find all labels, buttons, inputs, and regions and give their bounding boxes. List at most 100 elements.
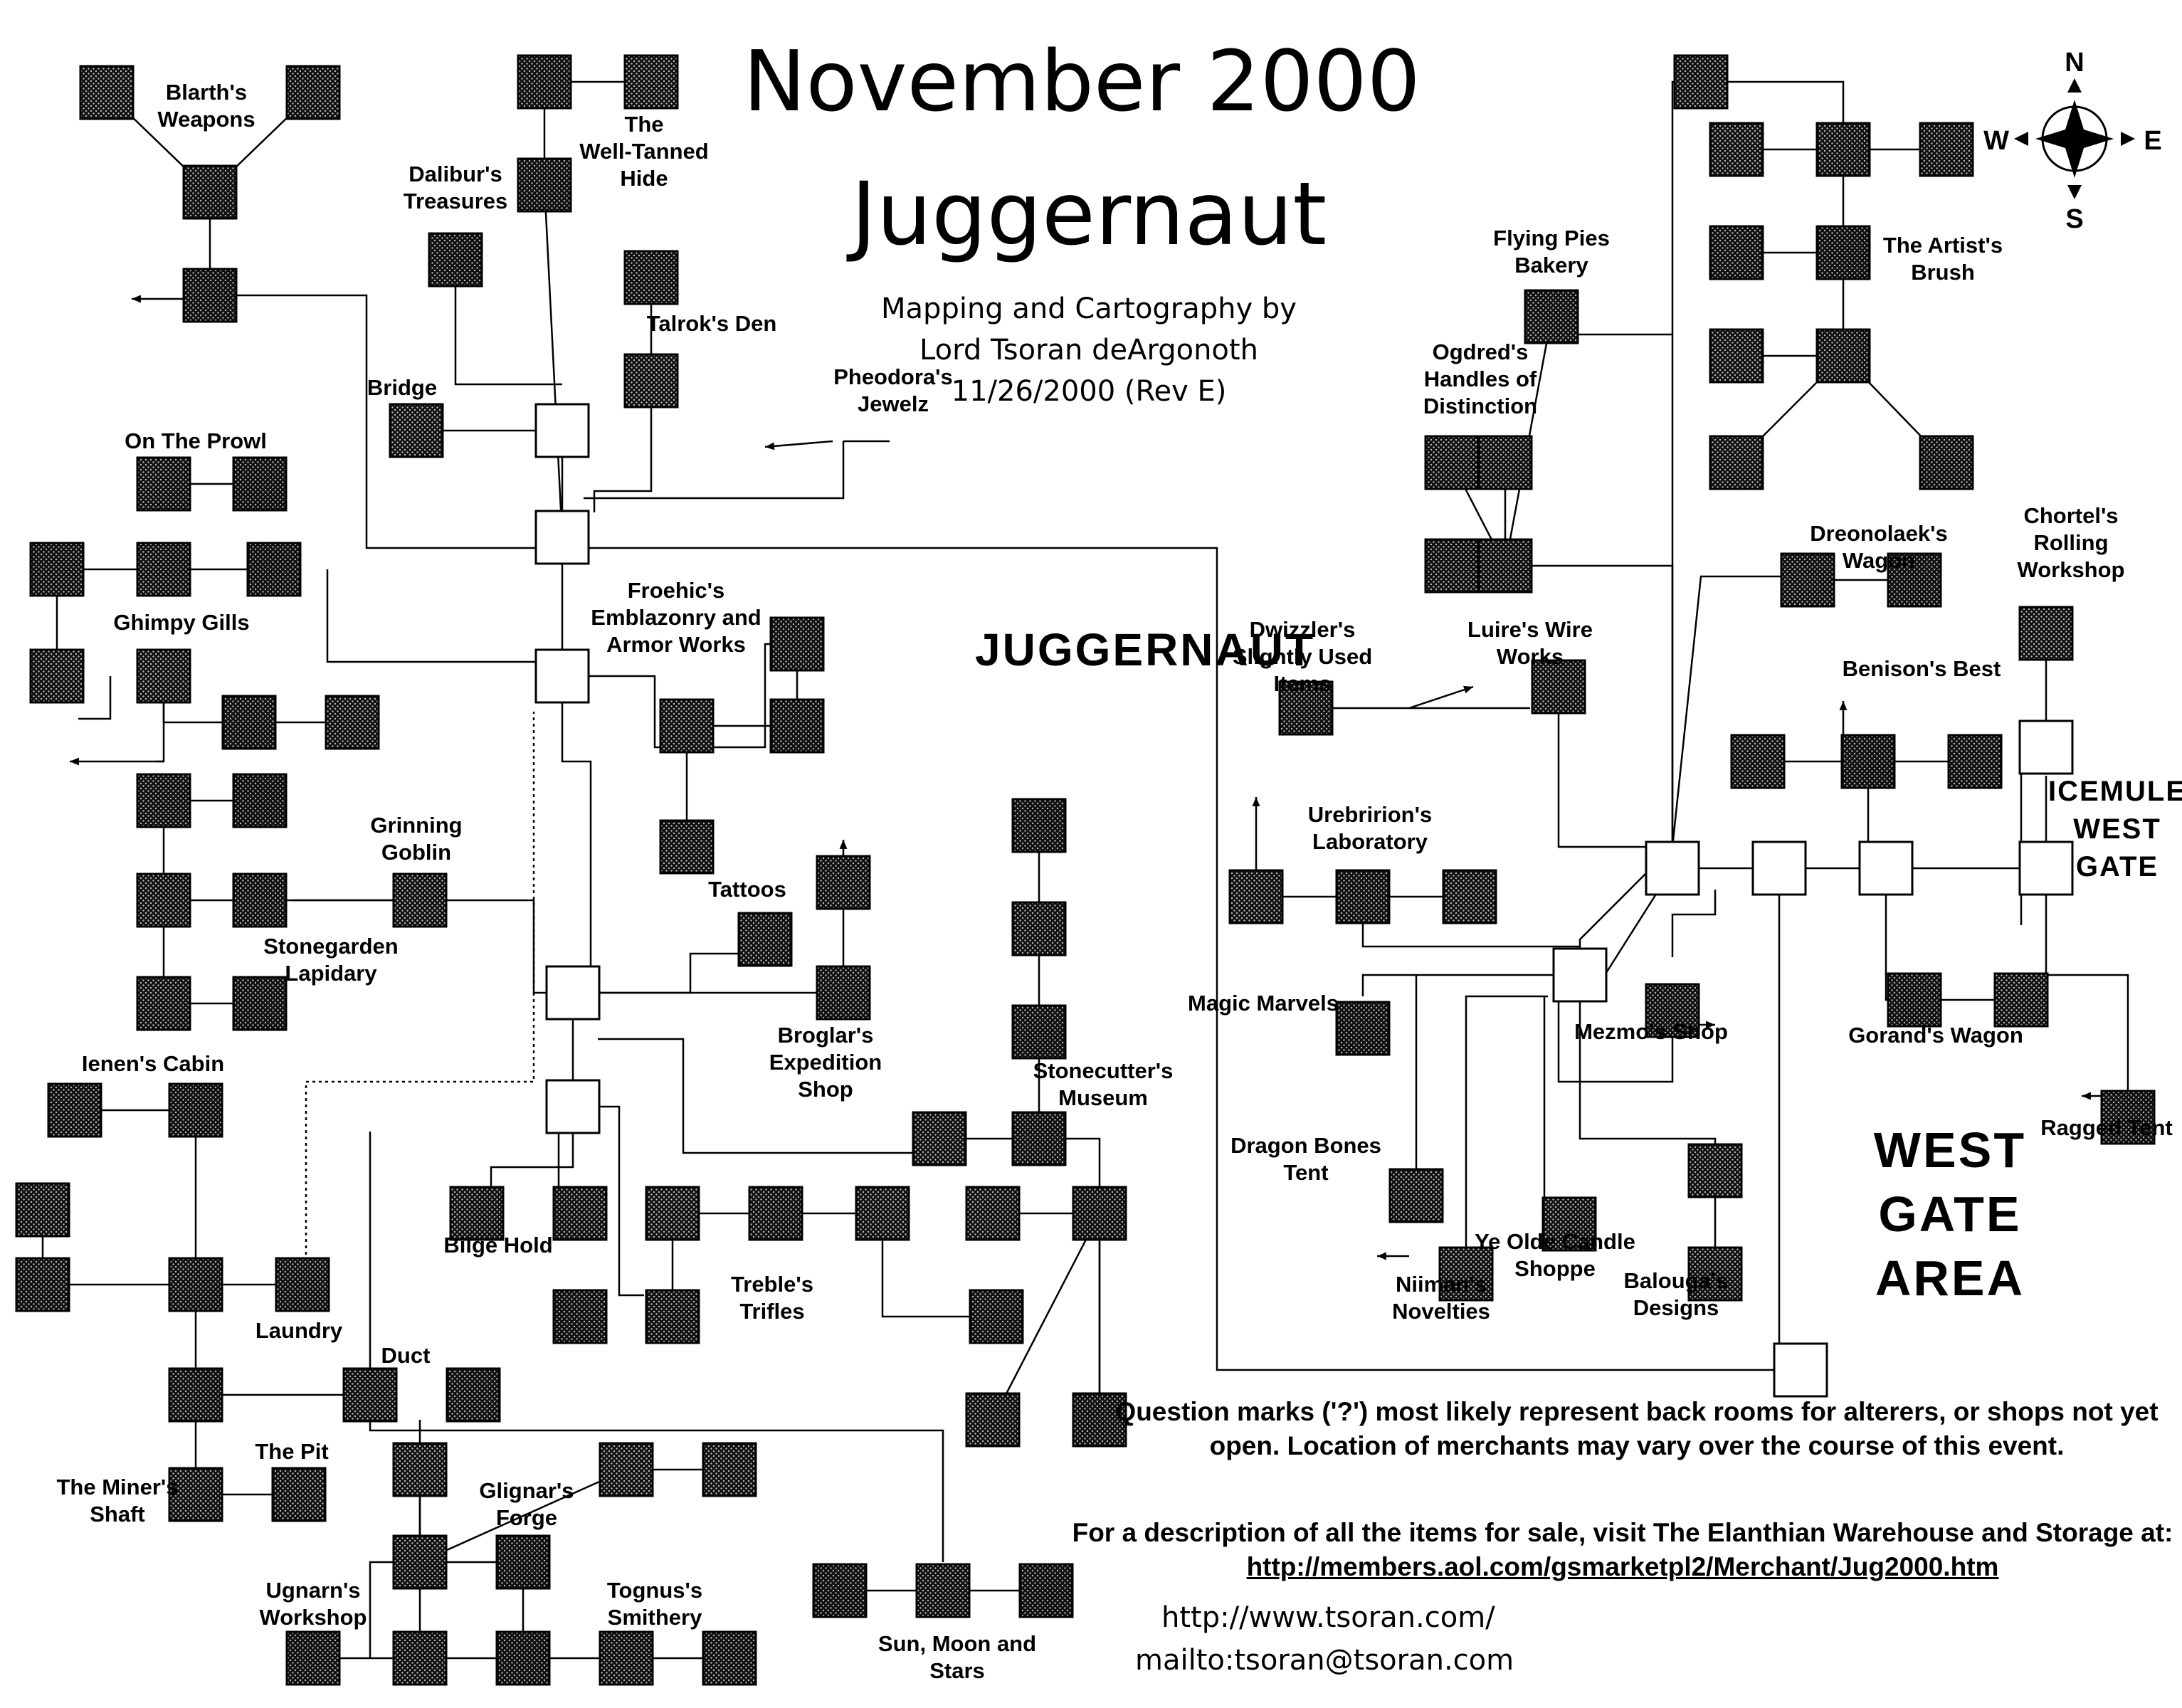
shop-label: Mezmo's Shop — [1574, 1019, 1728, 1044]
shop-label-line: Stonegarden — [263, 934, 398, 959]
shop-label-line: Smithery — [608, 1605, 702, 1630]
shop-room — [79, 65, 135, 120]
shop-label-line: Dwizzler's — [1250, 617, 1356, 642]
shop-room — [392, 873, 448, 928]
shop-room — [136, 773, 191, 828]
shop-label-line: Works — [1497, 644, 1564, 669]
shop-room — [599, 1442, 654, 1497]
credit-line-3: 11/26/2000 (Rev E) — [951, 375, 1227, 408]
shop-label: Bridge — [367, 375, 437, 400]
shop-room — [29, 542, 85, 597]
shop-label-line: Pheodora's — [833, 364, 953, 389]
shop-label-line: Talrok's Den — [647, 311, 777, 336]
shop-label-line: Workshop — [2018, 557, 2125, 582]
shop-room — [1335, 869, 1391, 924]
shop-room — [1780, 552, 1835, 608]
shop-room — [1709, 328, 1764, 384]
shop-room — [1730, 734, 1786, 789]
shop-label-line: The Pit — [255, 1439, 328, 1464]
shop-room — [1709, 435, 1764, 490]
shop-room — [1424, 538, 1480, 594]
shop-room — [1919, 122, 1974, 177]
shop-label-line: Treasures — [404, 189, 508, 214]
shop-room — [816, 855, 871, 910]
shop-room — [552, 1289, 608, 1344]
shop-room — [1947, 734, 2003, 789]
shop-room — [1840, 734, 1896, 789]
shop-room — [232, 773, 288, 828]
shop-room — [232, 456, 288, 512]
shop-label-line: Shoppe — [1514, 1256, 1596, 1281]
shop-room — [915, 1563, 971, 1618]
passage-62 — [991, 1213, 1101, 1420]
shop-room — [2100, 1090, 2156, 1145]
shop-label-line: Bridge — [367, 375, 437, 400]
shop-room — [1524, 289, 1579, 344]
shop-room — [969, 1289, 1024, 1344]
shop-label: Tattoos — [708, 877, 786, 902]
shop-room — [1228, 869, 1284, 924]
shop-label: Benison's Best — [1843, 656, 2001, 681]
shop-room — [623, 54, 679, 110]
shop-label-line: Ragged Tent — [2040, 1115, 2172, 1140]
item-description-note: For a description of all the items for s… — [1068, 1516, 2178, 1584]
shop-room — [136, 542, 191, 597]
shop-room — [855, 1186, 910, 1241]
shop-room — [1011, 901, 1067, 956]
west-gate-area-label: WEST — [1874, 1122, 2026, 1178]
shop-label-line: Bilge Hold — [443, 1233, 552, 1258]
email-link[interactable]: mailto:tsoran@tsoran.com — [1135, 1644, 1514, 1677]
passage-23 — [561, 701, 592, 993]
west-label: W — [1983, 126, 2009, 156]
compass-star — [2035, 100, 2114, 178]
shop-room — [168, 1257, 223, 1312]
shop-room — [1278, 680, 1334, 736]
shop-room — [285, 65, 341, 120]
west-pointer — [2014, 132, 2028, 146]
shop-room — [392, 1630, 448, 1686]
shop-label-line: Blarth's — [166, 80, 247, 105]
shop-label-line: Shop — [798, 1077, 853, 1102]
west-gate-area-label: GATE — [1878, 1186, 2021, 1242]
shop-label: Talrok's Den — [647, 311, 777, 336]
shop-label-line: Tent — [1283, 1160, 1328, 1185]
junction-room — [1751, 840, 1807, 896]
shop-label-line: Sun, Moon and — [878, 1631, 1036, 1656]
junction-room — [545, 965, 601, 1021]
shop-label-line: Rolling — [2033, 530, 2108, 555]
shop-room — [275, 1257, 330, 1312]
shop-room — [1645, 983, 1700, 1038]
shop-room — [1438, 1246, 1494, 1302]
passage-45 — [598, 1105, 644, 1297]
passage-123 — [1671, 890, 1717, 957]
junction-room — [1645, 840, 1700, 896]
shop-room — [389, 403, 444, 458]
warehouse-link[interactable]: http://members.aol.com/gsmarketpl2/Merch… — [1246, 1552, 1999, 1582]
passage-117 — [1557, 996, 1674, 1083]
shop-room — [428, 232, 483, 288]
passage-110 — [1557, 687, 1672, 848]
icemule-gate-label: ICEMULE — [2048, 776, 2182, 807]
description-prefix: For a description of all the items for s… — [1072, 1518, 2173, 1547]
junction-room — [545, 1079, 601, 1134]
ragged-door-arrow-head — [2082, 1092, 2091, 1100]
east-label: E — [2144, 126, 2161, 156]
junction-room — [534, 648, 590, 704]
website-link[interactable]: http://www.tsoran.com/ — [1161, 1601, 1495, 1634]
icemule-gate-label: GATE — [2076, 851, 2159, 882]
shop-room — [1709, 122, 1764, 177]
shop-room — [2018, 606, 2074, 661]
junction-room — [2018, 840, 2074, 896]
